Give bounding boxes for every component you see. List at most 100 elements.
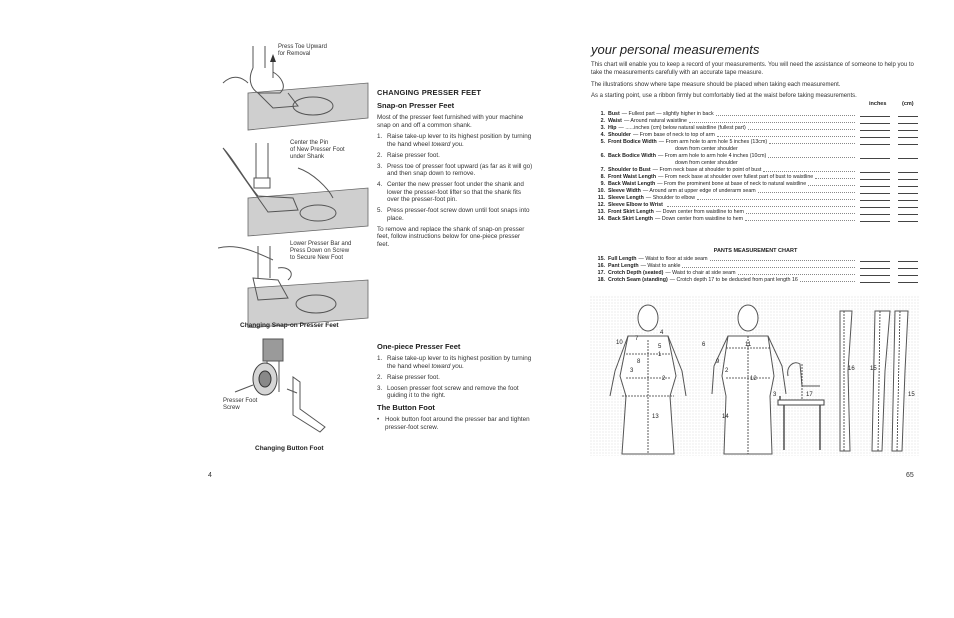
step-text-main: Center the new presser foot under the sh…: [387, 181, 524, 203]
inches-entry-field[interactable]: [860, 263, 890, 270]
intro-paragraph-2: The illustrations show where tape measur…: [591, 82, 841, 88]
step-item: 5.Press presser-foot screw down until fo…: [377, 207, 533, 222]
leader-dots: [737, 270, 855, 276]
intro-paragraph-3: As a starting point, use a ribbon firmly…: [591, 93, 857, 99]
fig-label-7: 7: [635, 336, 639, 342]
fig-label-3b: 3: [773, 392, 777, 398]
callout-press-toe: Press Toe Upward for Removal: [278, 44, 327, 57]
measurement-number: 2.: [600, 118, 605, 125]
cm-entry-field[interactable]: [898, 209, 918, 216]
measurement-label: Shoulder: [608, 132, 631, 139]
fig-label-5: 5: [658, 344, 662, 350]
inches-entry-field[interactable]: [860, 174, 890, 180]
measurement-number: 11.: [597, 195, 605, 201]
step-text-emphasis: toward you.: [431, 362, 465, 370]
fig-label-9: 9: [716, 359, 720, 365]
measurement-illustrations: 10 7 4 5 1 8 3 2 13 6 11 9 2 12 3 14 17 …: [590, 296, 920, 456]
inches-entry-field[interactable]: [860, 216, 890, 223]
cm-entry-field[interactable]: [898, 153, 918, 159]
step-text-main: Raise take-up lever to its highest posit…: [387, 133, 532, 148]
cm-entry-field[interactable]: [898, 270, 918, 277]
measurement-description: — From the prominent bone at base of nec…: [657, 180, 807, 187]
intro-paragraph-1: This chart will enable you to keep a rec…: [591, 62, 914, 76]
one-piece-section: One-piece Presser Feet 1.Raise take-up l…: [377, 342, 533, 431]
inches-entry-field[interactable]: [860, 125, 890, 132]
measurement-row: 1.Bust— Fullest part — slightly higher i…: [591, 111, 918, 118]
fig-label-2b: 2: [725, 368, 729, 374]
measurement-row: 11.Sleeve Length— Shoulder to elbow: [591, 195, 918, 202]
cm-entry-field[interactable]: [898, 188, 918, 194]
leader-dots: [688, 118, 855, 124]
cm-entry-field[interactable]: [898, 125, 918, 132]
inches-entry-field[interactable]: [860, 118, 890, 125]
step-text: Loosen presser foot screw and remove the…: [387, 385, 533, 400]
inches-entry-field[interactable]: [860, 139, 890, 146]
measurement-label: Front Waist Length: [608, 173, 657, 180]
fig-label-16: 16: [848, 366, 855, 372]
cm-entry-field[interactable]: [898, 174, 918, 180]
inches-entry-field[interactable]: [860, 111, 890, 117]
cm-entry-field[interactable]: [898, 132, 918, 139]
measurement-description: — Crotch depth 17 to be deducted from pa…: [669, 277, 798, 284]
measurement-description-continued: down from center shoulder: [675, 146, 738, 152]
column-header-cm: (cm): [902, 101, 914, 107]
measurement-label: Hip: [608, 125, 617, 132]
inches-entry-field[interactable]: [860, 167, 890, 173]
cm-entry-field[interactable]: [898, 139, 918, 146]
inches-entry-field[interactable]: [860, 270, 890, 277]
measurement-number: 12.: [597, 202, 605, 209]
measurement-row: 2.Waist— Around natural waistline: [591, 118, 918, 125]
callout-center-pin: Center the Pin of New Presser Foot under…: [290, 140, 345, 160]
step-number: 1.: [377, 355, 383, 362]
inches-entry-field[interactable]: [860, 132, 890, 139]
fig-label-1: 1: [658, 352, 662, 358]
inches-entry-field[interactable]: [860, 188, 890, 194]
cm-entry-field[interactable]: [898, 181, 918, 187]
step-item: 1. Raise take-up lever to its highest pos…: [377, 355, 533, 370]
fig-label-2a: 2: [662, 376, 666, 382]
step-item: 2.Raise presser foot.: [377, 152, 533, 160]
leader-dots: [815, 174, 855, 179]
cm-entry-field[interactable]: [898, 195, 918, 201]
leader-dots: [768, 153, 855, 158]
measurement-label: Shoulder to Bust: [608, 166, 651, 173]
cm-entry-field[interactable]: [898, 118, 918, 125]
step-text-main: Raise presser foot.: [387, 151, 440, 159]
leader-dots: [715, 111, 855, 116]
step-text-emphasis: toward you.: [431, 140, 465, 148]
cm-entry-field[interactable]: [898, 111, 918, 117]
step-text-main: Press presser-foot screw down until foot…: [387, 207, 530, 222]
fig-label-3a: 3: [630, 368, 634, 374]
measurement-description: — Waist to floor at side seam: [638, 256, 708, 262]
snap-on-steps: 1.Raise take-up lever to its highest pos…: [377, 133, 533, 222]
inches-entry-field[interactable]: [860, 202, 890, 209]
leader-dots: [666, 202, 855, 208]
leader-dots: [757, 188, 855, 193]
measurement-description: — Around natural waistline: [623, 118, 687, 125]
step-text: Raise take-up lever to its highest posit…: [387, 355, 533, 370]
measurement-number: 7.: [600, 166, 605, 173]
changing-presser-feet-section: CHANGING PRESSER FEET Snap-on Presser Fe…: [377, 88, 533, 248]
measurement-row: 3.Hip— ......inches (cm) below natural w…: [591, 125, 918, 132]
measurement-number: 6.: [600, 153, 605, 159]
inches-entry-field[interactable]: [860, 256, 890, 262]
fig-label-14: 14: [722, 414, 729, 420]
cm-entry-field[interactable]: [898, 216, 918, 223]
leader-dots: [697, 195, 855, 200]
body-figures: [590, 296, 920, 456]
leader-dots: [682, 263, 855, 269]
callout-lower-presser-bar: Lower Presser Bar and Press Down on Scre…: [290, 241, 352, 261]
inches-entry-field[interactable]: [860, 153, 890, 159]
inches-entry-field[interactable]: [860, 181, 890, 187]
cm-entry-field[interactable]: [898, 256, 918, 262]
inches-entry-field[interactable]: [860, 277, 890, 284]
cm-entry-field[interactable]: [898, 277, 918, 284]
inches-entry-field[interactable]: [860, 195, 890, 201]
cm-entry-field[interactable]: [898, 167, 918, 173]
cm-entry-field[interactable]: [898, 263, 918, 270]
section-heading: CHANGING PRESSER FEET: [377, 88, 482, 97]
cm-entry-field[interactable]: [898, 202, 918, 209]
step-text-main: Press toe of presser foot upward (as far…: [387, 162, 533, 178]
measurement-label: Bust: [608, 111, 620, 117]
inches-entry-field[interactable]: [860, 209, 890, 216]
